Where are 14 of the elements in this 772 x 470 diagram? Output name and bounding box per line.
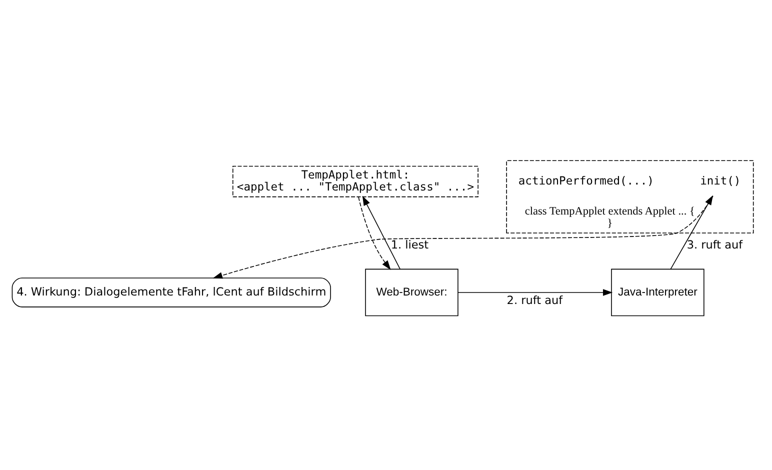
arrow (358, 196, 391, 270)
arrow (212, 196, 714, 279)
node-box: TempApplet.html: <applet ... "TempApplet.class" ...> (232, 166, 478, 198)
node-text: init() (700, 174, 741, 188)
arrow (362, 196, 400, 270)
arrow (670, 195, 713, 270)
node-box: Web-Browser: (365, 268, 458, 316)
edge-label: 2. ruft auf (506, 294, 563, 307)
node-box: 4. Wirkung: Dialogelemente tFahr, lCent auf Bildschirm (12, 278, 331, 308)
edge-label: 3. ruft auf (686, 238, 743, 252)
node-text: actionPerformed(...) (518, 174, 654, 188)
node-box: Java-Interpreter (611, 268, 704, 316)
arrow (458, 289, 613, 296)
edge-label: 1. liest (390, 238, 429, 252)
